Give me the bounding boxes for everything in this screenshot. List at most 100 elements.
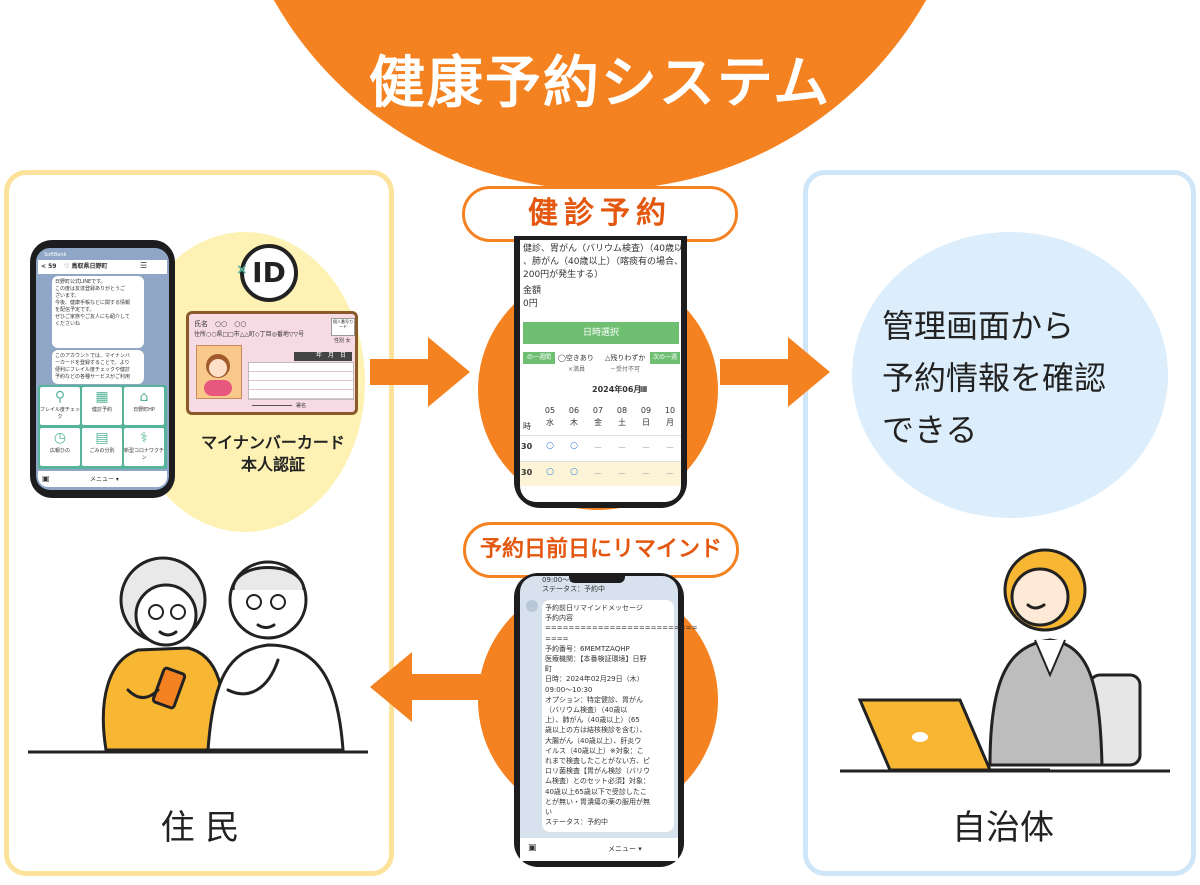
line-menu-bar[interactable]	[38, 471, 167, 487]
menu-frailty-check[interactable]: ⚲フレイル度チェック	[40, 387, 80, 425]
reminder-line: 予約番号：6MEMTZAQHP	[545, 644, 630, 653]
card-address-row: 住所○○県□□市△△町◇丁目◎番地▽▽号	[194, 331, 305, 338]
arrow-left-icon	[370, 652, 520, 722]
menu-covid-vaccine[interactable]: ⚕新型コロナワクチン	[124, 428, 164, 466]
menu-town-hp[interactable]: ⌂日野町HP	[124, 387, 164, 425]
booking-amount-value: 0円	[523, 299, 538, 309]
legend-full: ×満員	[568, 366, 586, 373]
calendar-icon: ▦	[95, 389, 109, 405]
slot-row	[520, 435, 681, 460]
menu-checkup-booking[interactable]: ▦健診予約	[82, 387, 122, 425]
calendar-month: 2024年06月	[592, 385, 642, 394]
arrow-right-2-icon	[720, 337, 830, 407]
reminder-line: れまで検査したことがない方、ピ	[545, 757, 650, 766]
slot-cell[interactable]: ○	[546, 441, 554, 451]
id-logo: ID	[240, 244, 298, 302]
line-chat-title: ♡ 鳥取県日野町	[64, 263, 108, 270]
calendar-day-weekday: 水	[546, 418, 554, 427]
reminder-menu-bar[interactable]	[520, 838, 678, 861]
reminder-line: 町	[545, 665, 552, 674]
municipality-label: 自治体	[952, 808, 1054, 848]
reminder-phone-screen: 09:00〜10:30 ステータス：予約中 予約前日リマインドメッセージ予約内容…	[520, 576, 698, 861]
vaccine-icon: ⚕	[140, 430, 148, 446]
keyboard-icon[interactable]: ▣	[42, 474, 50, 483]
calendar-day-weekday: 金	[594, 418, 602, 427]
bubble1-line-9: くださいね	[55, 321, 81, 327]
bubble2-line-4: 予約などの各種サービスがご利用	[55, 374, 131, 380]
legend-few: △残りわずか	[605, 354, 646, 362]
card-sign: 署名	[296, 403, 307, 409]
reminder-line: ==========================	[545, 624, 698, 633]
clock-icon: ◷	[53, 430, 67, 446]
prev-week-button[interactable]: の一週間	[523, 352, 555, 364]
elderly-couple-illustration	[28, 556, 368, 754]
calendar-icon[interactable]: ▦	[640, 384, 648, 393]
reminder-line: （バリウム検査）（40歳以	[545, 706, 628, 715]
calendar-day-weekday: 木	[570, 418, 578, 427]
line-menu-icon[interactable]: ☰	[140, 261, 148, 270]
slot-row	[520, 461, 681, 486]
management-line-1: 管理画面から	[882, 307, 1075, 345]
home-icon: ⌂	[139, 389, 149, 405]
line-rich-menu: ⚲フレイル度チェック ▦健診予約 ⌂日野町HP ◷広報ひの ▤ごみの分別 ⚕新型…	[38, 385, 167, 469]
booking-amount-label: 金額	[523, 286, 542, 296]
line-menu-bar-label: メニュー ▾	[90, 476, 119, 483]
booking-phone-screen: 健診、胃がん（バリウム検査）（40歳以 、肺がん（40歳以上）（喀痰有の場合、 …	[520, 240, 683, 502]
bubble1-line-2: この度は友達登録ありがとうご	[55, 286, 126, 292]
bubble1-line-5: 今後、健康手帳などに関する情報	[55, 300, 131, 306]
slot-cell: －	[665, 444, 675, 454]
slot-cell: －	[617, 444, 627, 454]
next-week-button[interactable]: 次の一週	[650, 352, 680, 364]
id-logo-x: ×	[236, 262, 248, 278]
calendar-day-number: 07	[592, 406, 604, 415]
select-datetime-button[interactable]: 日時選択	[523, 322, 679, 344]
page-title: 健康予約システム	[368, 51, 832, 116]
card-caption-line-2: 本人認証	[240, 455, 305, 474]
reminder-line: 歳以上の方は結核検診を含む）、	[545, 726, 647, 735]
bubble2-line-1: このアカウントでは、マイナンバ	[55, 353, 130, 359]
reminder-line: ステータス：予約中	[545, 818, 608, 827]
bubble2-line-2: ーカードを登録することで、より	[55, 360, 130, 366]
time-header: 時	[523, 422, 531, 431]
card-date-bar	[294, 352, 352, 361]
bubble1-line-1: 日野町公式LINEです。	[55, 279, 106, 285]
slot-cell[interactable]: ○	[546, 467, 554, 477]
keyboard-icon[interactable]: ▣	[528, 843, 537, 853]
slot-cell[interactable]: ○	[570, 467, 578, 477]
calendar-day-number: 05	[544, 406, 556, 415]
reminder-line: 日時：2024年02月29日（木）	[545, 675, 644, 684]
person-icon: ⚲	[54, 389, 66, 405]
remind-top-line-1: 09:00〜10:30	[542, 576, 590, 584]
slot-cell[interactable]: ○	[570, 441, 578, 451]
line-back-button[interactable]: < 59	[41, 263, 57, 270]
reminder-line: ム検査）とのセット必須】対象：	[545, 777, 650, 786]
slot-cell: －	[665, 470, 675, 480]
line-message-bubble-1: 日野町公式LINEです。 この度は友達登録ありがとうご ざいます。 今後、健康手…	[52, 276, 144, 348]
calendar-day-weekday: 日	[642, 418, 650, 427]
reminder-line: イルス（40歳以上）※対象：こ	[545, 746, 644, 755]
card-badge: 個人番号カード	[331, 318, 355, 336]
status-carrier: SoftBank	[44, 252, 67, 258]
booking-description-3: 200円が発生する）	[523, 270, 604, 280]
reminder-menu-bar-label: メニュー ▾	[608, 845, 642, 853]
booking-description-1: 健診、胃がん（バリウム検査）（40歳以	[523, 244, 683, 254]
reminder-line: い	[545, 808, 552, 817]
calendar-day-number: 06	[568, 406, 580, 415]
phone-notch	[569, 576, 625, 583]
line-message-bubble-2: このアカウントでは、マイナンバ ーカードを登録することで、より 便利にフレイル度…	[52, 350, 144, 384]
card-sex: 性別 女	[334, 338, 351, 344]
slot-time: 30	[521, 442, 533, 451]
menu-garbage[interactable]: ▤ごみの分別	[82, 428, 122, 466]
management-line-3: できる	[882, 411, 978, 449]
bubble2-line-3: 便利にフレイル度チェックや健診	[55, 367, 131, 373]
sender-avatar	[526, 600, 538, 612]
slot-cell: －	[593, 470, 603, 480]
reminder-line: ロリ菌検査【胃がん検診（バリウ	[545, 767, 650, 776]
arrow-right-1-icon	[370, 337, 470, 407]
calendar-day-number: 10	[664, 406, 676, 415]
legend-closed: －受付不可	[610, 366, 641, 373]
menu-public-info[interactable]: ◷広報ひの	[40, 428, 80, 466]
line-header	[38, 260, 167, 274]
calendar-day-weekday: 土	[618, 418, 626, 427]
